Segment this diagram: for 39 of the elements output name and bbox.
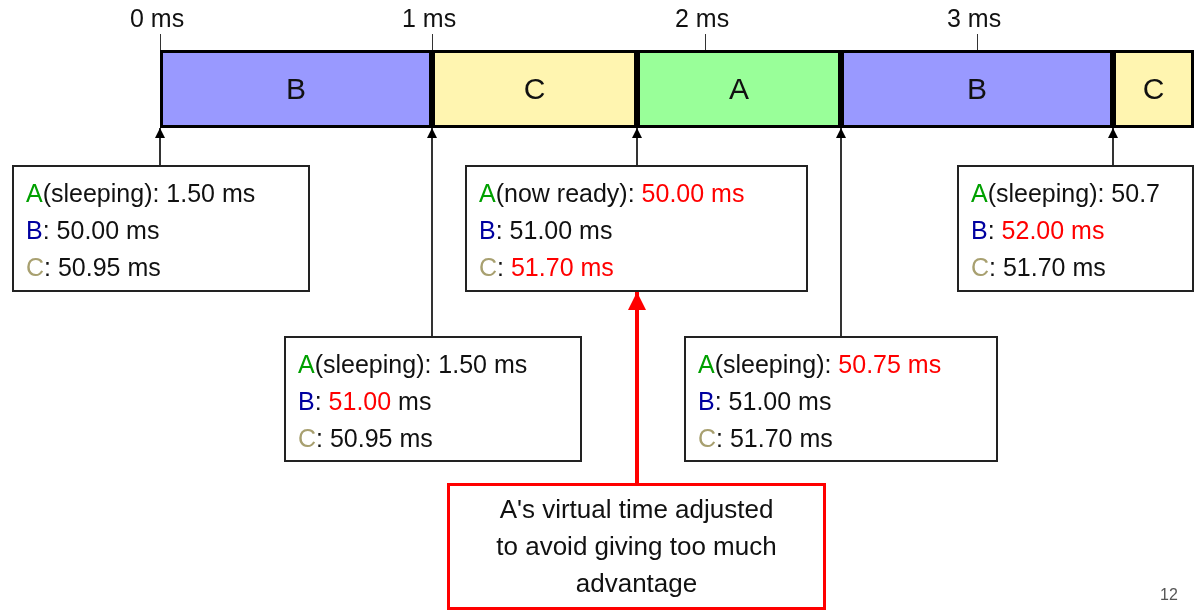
virtual-time-box — [957, 165, 1194, 292]
virtual-time-entry: C: 51.70 ms — [698, 423, 834, 454]
virtual-time-box — [284, 336, 582, 462]
virtual-time-entry: B: 50.00 ms — [26, 215, 161, 246]
virtual-time-entry: A(sleeping): 1.50 ms — [298, 349, 529, 380]
virtual-time-entry: C: 51.70 ms — [971, 252, 1107, 283]
virtual-time-entry: B: 52.00 ms — [971, 215, 1106, 246]
virtual-time-entry: B: 51.00 ms — [479, 215, 614, 246]
virtual-time-box — [465, 165, 808, 292]
arrow — [836, 127, 846, 337]
virtual-time-entry: A(now ready): 50.00 ms — [479, 178, 746, 209]
note-box — [447, 483, 826, 610]
arrow — [427, 127, 437, 337]
arrow — [155, 127, 165, 166]
process-name: C — [523, 72, 546, 106]
virtual-time-entry: A(sleeping): 50.7 — [971, 178, 1161, 209]
time-slice-bar — [160, 50, 432, 128]
process-name: B — [967, 72, 987, 106]
time-slice-bar — [637, 50, 841, 128]
arrow — [1108, 127, 1118, 166]
time-slice-bar — [432, 50, 637, 128]
time-slice-bar — [841, 50, 1113, 128]
virtual-time-entry: A(sleeping): 50.75 ms — [698, 349, 943, 380]
time-slice-bar — [1113, 50, 1194, 128]
page-number: 12 — [1160, 586, 1178, 604]
virtual-time-entry: A(sleeping): 1.50 ms — [26, 178, 257, 209]
arrow — [628, 292, 646, 483]
virtual-time-entry: B: 51.00 ms — [298, 386, 433, 417]
virtual-time-entry: C: 51.70 ms — [479, 252, 615, 283]
virtual-time-entry: C: 50.95 ms — [26, 252, 162, 283]
process-name: C — [1142, 72, 1165, 106]
virtual-time-entry: B: 51.00 ms — [698, 386, 833, 417]
arrow — [632, 127, 642, 166]
virtual-time-box — [684, 336, 998, 462]
process-name: B — [286, 72, 306, 106]
virtual-time-box — [12, 165, 310, 292]
virtual-time-entry: C: 50.95 ms — [298, 423, 434, 454]
process-name: A — [729, 72, 749, 106]
note-text: A's virtual time adjusted to avoid giving too much advantage — [495, 493, 778, 600]
